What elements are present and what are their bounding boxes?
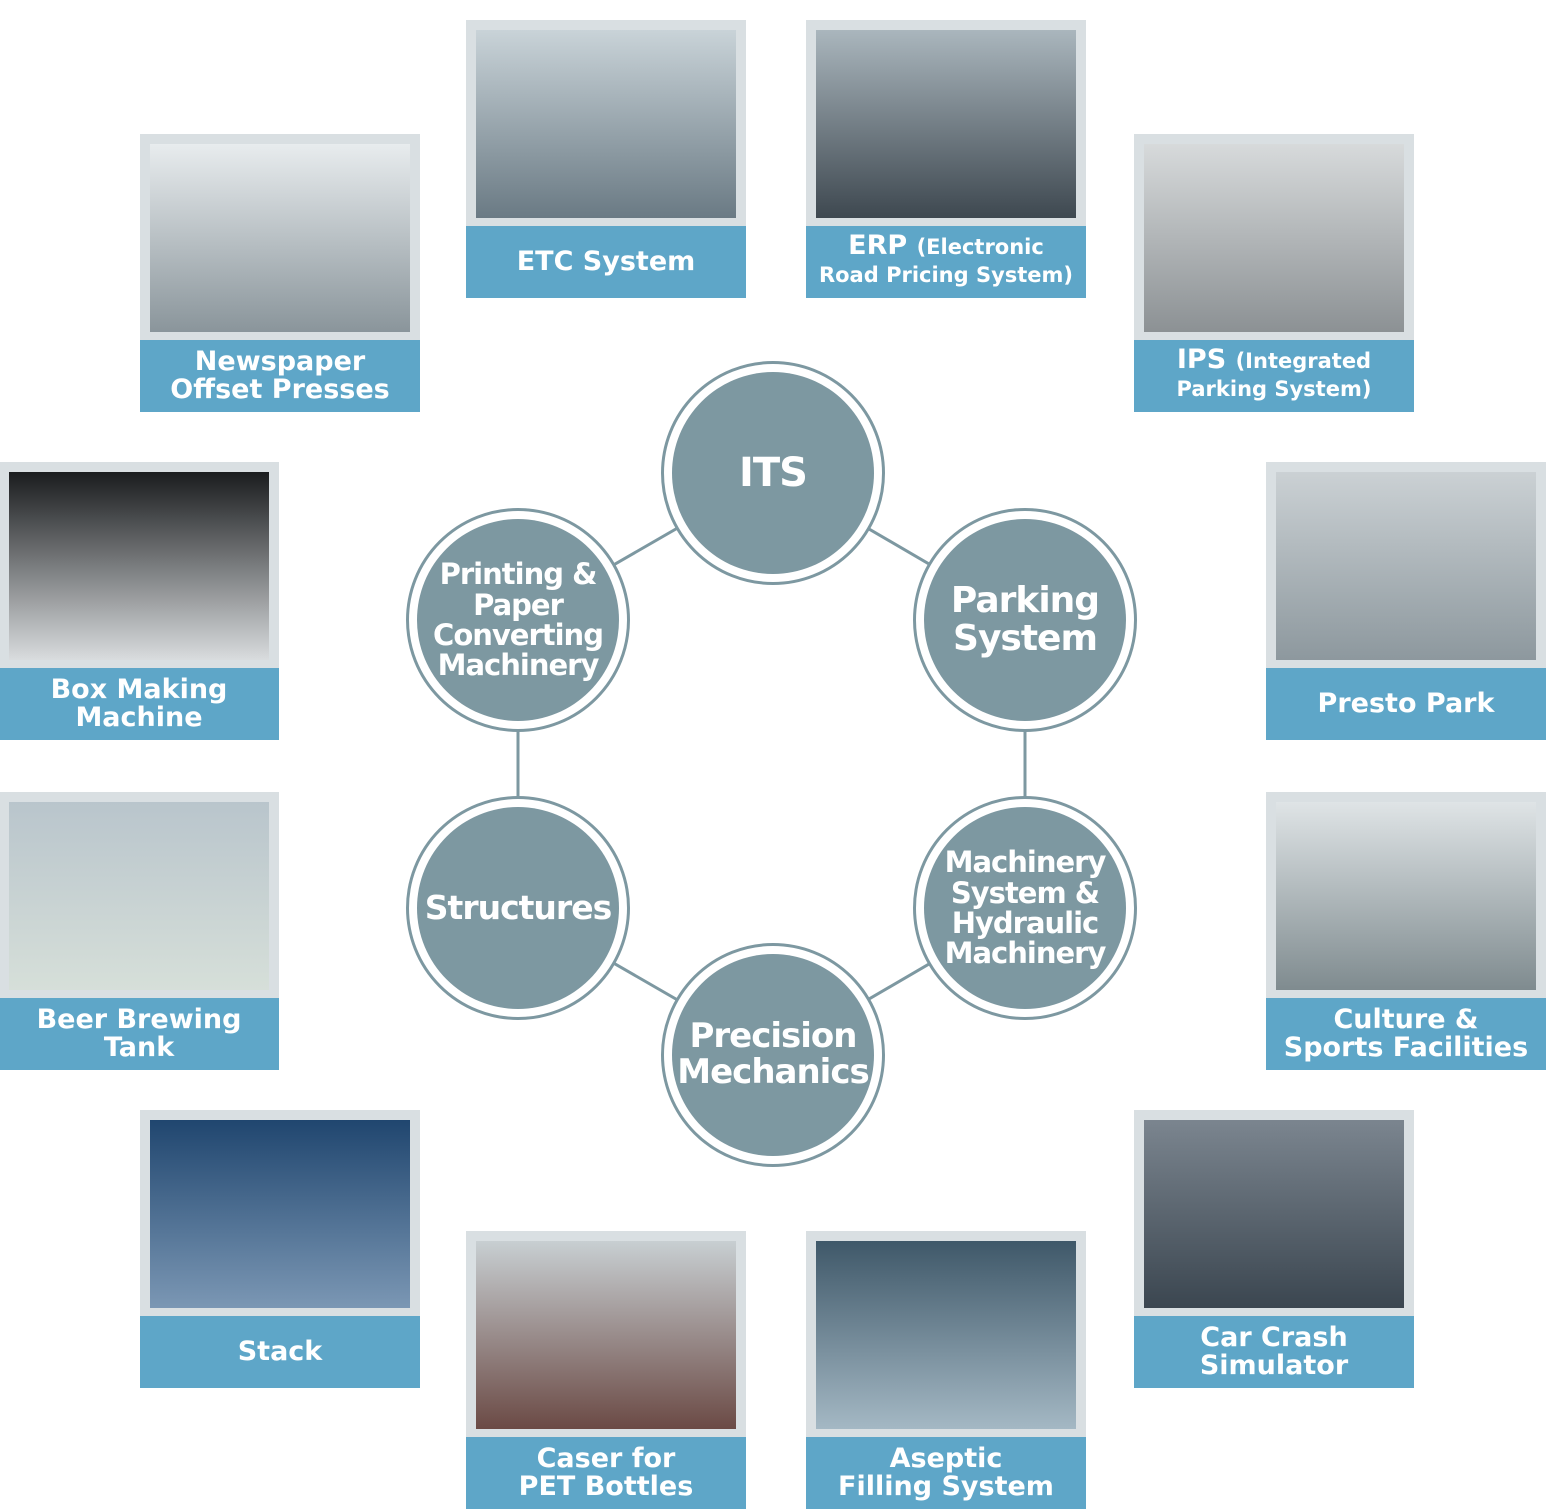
brewing-tank-photo	[9, 802, 269, 990]
hub-label: Parking System	[924, 519, 1126, 721]
stack-tower-photo	[150, 1120, 410, 1308]
card-title: Box Making Machine	[50, 673, 228, 733]
hub-machinery[interactable]: Machinery System & Hydraulic Machinery	[913, 796, 1137, 1020]
card-aseptic[interactable]: Aseptic Filling System	[806, 1231, 1086, 1509]
hub-label: Structures	[417, 807, 619, 1009]
crash-simulator-photo	[1144, 1120, 1404, 1308]
card-label: Presto Park	[1266, 668, 1546, 740]
hub-label: ITS	[672, 372, 874, 574]
hub-printing[interactable]: Printing & Paper Converting Machinery	[406, 508, 630, 732]
card-title: Aseptic Filling System	[838, 1442, 1054, 1502]
card-title: Newspaper Offset Presses	[170, 345, 390, 405]
card-label: Aseptic Filling System	[806, 1437, 1086, 1509]
hub-parking[interactable]: Parking System	[913, 508, 1137, 732]
etc-toll-gate-photo	[476, 30, 736, 218]
card-subtitle: (Integrated Parking System)	[1176, 349, 1372, 402]
offset-press-photo	[150, 144, 410, 332]
card-title: Culture & Sports Facilities	[1283, 1003, 1529, 1063]
erp-gantry-photo	[816, 30, 1076, 218]
card-caser[interactable]: Caser for PET Bottles	[466, 1231, 746, 1509]
card-subtitle: (Electronic Road Pricing System)	[818, 235, 1074, 288]
hub-its[interactable]: ITS	[661, 361, 885, 585]
box-machine-photo	[9, 472, 269, 660]
card-title: Presto Park	[1317, 687, 1495, 719]
hub-label: Machinery System & Hydraulic Machinery	[924, 807, 1126, 1009]
card-stack[interactable]: Stack	[140, 1110, 420, 1388]
card-label: Beer Brewing Tank	[0, 998, 279, 1070]
hub-label: Printing & Paper Converting Machinery	[417, 519, 619, 721]
caser-machine-photo	[476, 1241, 736, 1429]
card-label: Car Crash Simulator	[1134, 1316, 1414, 1388]
card-label: ERP (Electronic Road Pricing System)	[806, 226, 1086, 298]
card-beer[interactable]: Beer Brewing Tank	[0, 792, 279, 1070]
card-title: IPS	[1176, 344, 1227, 375]
card-title: ERP	[848, 230, 908, 261]
card-title: Stack	[237, 1335, 323, 1367]
parking-garage-photo	[1144, 144, 1404, 332]
card-culture[interactable]: Culture & Sports Facilities	[1266, 792, 1546, 1070]
hub-structures[interactable]: Structures	[406, 796, 630, 1020]
card-label: Box Making Machine	[0, 668, 279, 740]
card-ips[interactable]: IPS (Integrated Parking System)	[1134, 134, 1414, 412]
hub-label: Precision Mechanics	[672, 954, 874, 1156]
card-title: ETC System	[516, 245, 696, 277]
presto-park-photo	[1276, 472, 1536, 660]
card-box[interactable]: Box Making Machine	[0, 462, 279, 740]
card-label: Caser for PET Bottles	[466, 1437, 746, 1509]
card-presto[interactable]: Presto Park	[1266, 462, 1546, 740]
card-label: Newspaper Offset Presses	[140, 340, 420, 412]
card-title: Car Crash Simulator	[1199, 1321, 1349, 1381]
card-label: Culture & Sports Facilities	[1266, 998, 1546, 1070]
card-newspaper[interactable]: Newspaper Offset Presses	[140, 134, 420, 412]
card-etc[interactable]: ETC System	[466, 20, 746, 298]
card-label: ETC System	[466, 226, 746, 298]
card-label: Stack	[140, 1316, 420, 1388]
card-erp[interactable]: ERP (Electronic Road Pricing System)	[806, 20, 1086, 298]
hub-precision[interactable]: Precision Mechanics	[661, 943, 885, 1167]
card-crash[interactable]: Car Crash Simulator	[1134, 1110, 1414, 1388]
card-label: IPS (Integrated Parking System)	[1134, 340, 1414, 412]
stadium-photo	[1276, 802, 1536, 990]
card-title: Caser for PET Bottles	[518, 1442, 694, 1502]
card-title: Beer Brewing Tank	[36, 1003, 242, 1063]
aseptic-filling-photo	[816, 1241, 1076, 1429]
